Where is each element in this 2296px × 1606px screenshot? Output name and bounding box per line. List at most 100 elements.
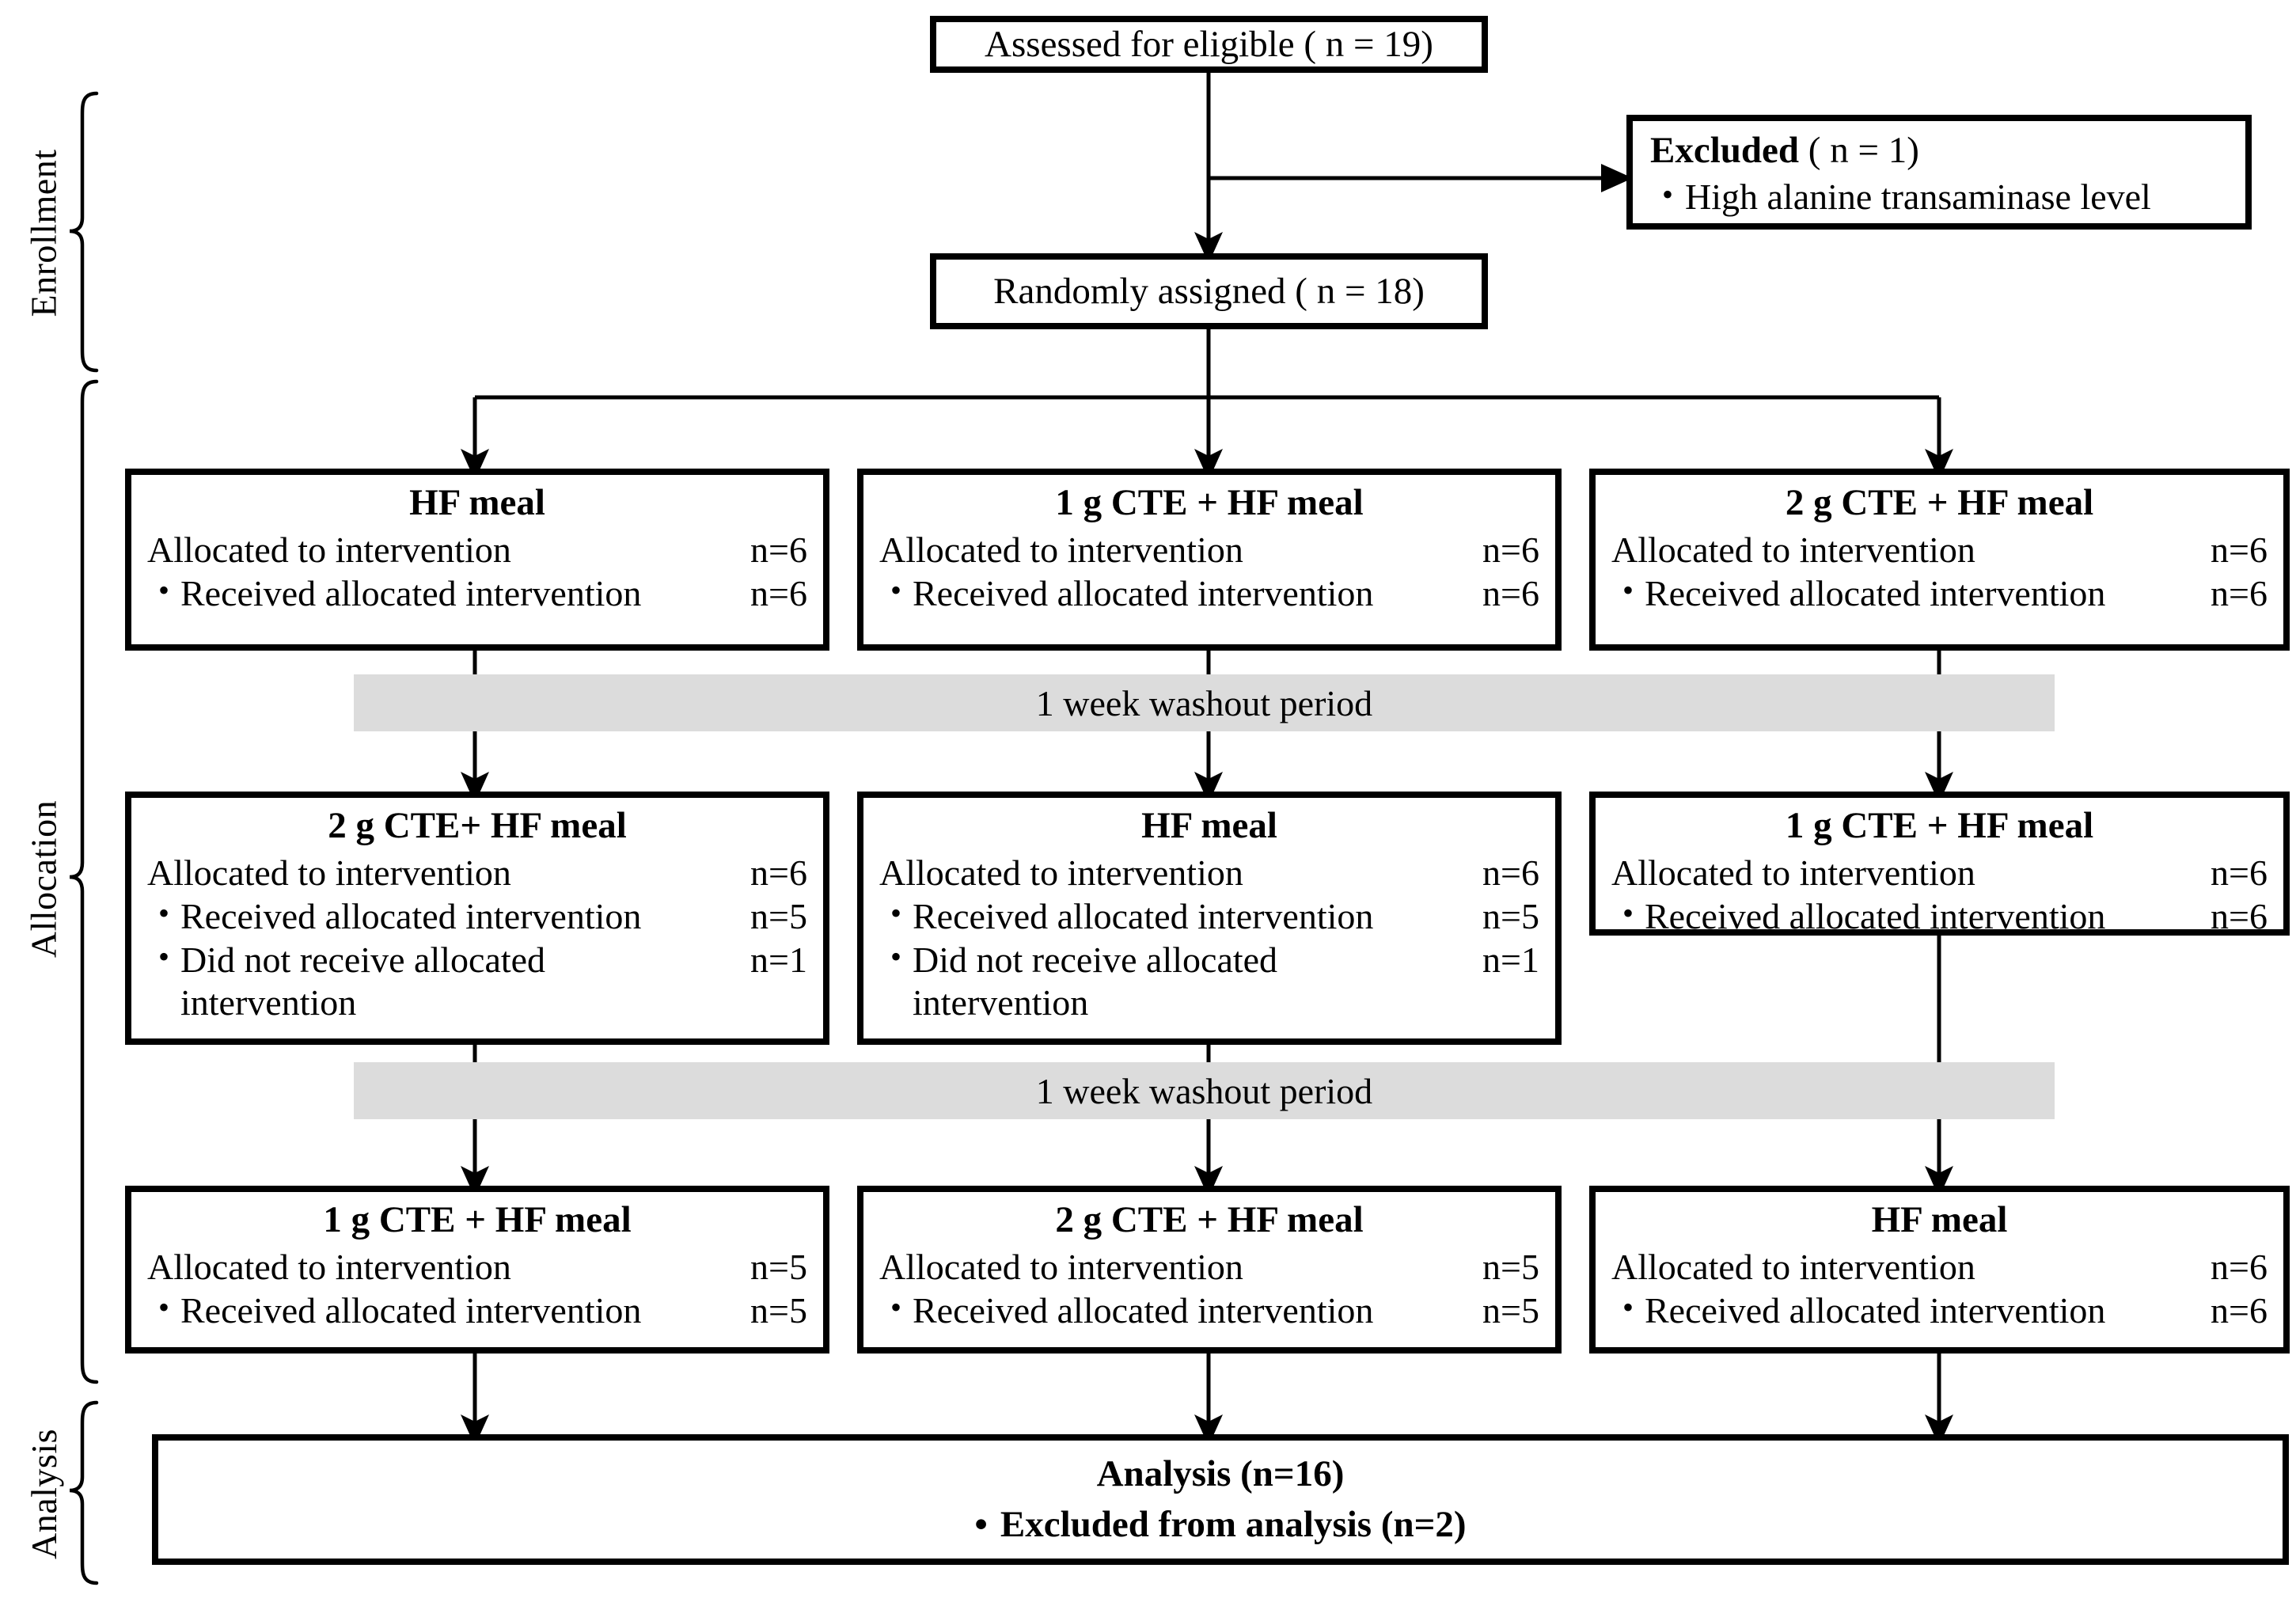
group-title: 1 g CTE + HF meal — [323, 1199, 632, 1240]
node-period2-group3: 1 g CTE + HF meal Allocated to intervent… — [1589, 792, 2290, 936]
row-received: • Received allocated intervention n=5 — [879, 1289, 1539, 1331]
node-period1-group2: 1 g CTE + HF meal Allocated to intervent… — [857, 469, 1562, 651]
bullet-icon: • — [890, 939, 901, 975]
washout-band-1: 1 week washout period — [354, 674, 2055, 731]
group-title: HF meal — [1871, 1199, 2008, 1240]
node-period1-group3: 2 g CTE + HF meal Allocated to intervent… — [1589, 469, 2290, 651]
row-label-line1: Did not receive allocated — [180, 940, 546, 981]
group-title: 2 g CTE+ HF meal — [328, 805, 627, 846]
row-allocated: Allocated to intervention n=5 — [147, 1246, 807, 1288]
node-period3-group2: 2 g CTE + HF meal Allocated to intervent… — [857, 1186, 1562, 1354]
excluded-title: Excluded ( n = 1) — [1650, 129, 2228, 172]
row-received: • Received allocated intervention n=5 — [147, 1289, 807, 1331]
stage-label-allocation: Allocation — [23, 799, 64, 959]
row-label: Received allocated intervention — [180, 896, 642, 937]
row-value: n=5 — [750, 1246, 807, 1287]
row-label: Received allocated intervention — [180, 573, 642, 614]
row-label: Did not receive allocated intervention — [180, 939, 736, 1023]
stage-label-enrollment: Enrollment — [23, 149, 64, 317]
row-label: Received allocated intervention — [1645, 1290, 2106, 1331]
node-analysis: Analysis (n=16) • Excluded from analysis … — [152, 1434, 2289, 1565]
bullet-icon: • — [1661, 177, 1673, 213]
row-label-line1: Did not receive allocated — [913, 940, 1278, 981]
washout-text: 1 week washout period — [1035, 682, 1373, 723]
row-value: n=5 — [750, 1290, 807, 1331]
node-period2-group1: 2 g CTE+ HF meal Allocated to interventi… — [125, 792, 829, 1045]
bullet-icon: • — [890, 1289, 901, 1326]
row-value: n=6 — [750, 529, 807, 570]
assessed-text: Assessed for eligible ( n = 19) — [985, 23, 1433, 65]
row-value: n=5 — [1482, 896, 1539, 937]
row-value: n=6 — [1482, 573, 1539, 614]
row-label: Allocated to intervention — [879, 529, 1243, 570]
excluded-reason-text: High alanine transaminase level — [1685, 177, 2151, 218]
bullet-icon: • — [157, 895, 169, 932]
excluded-title-rest: ( n = 1) — [1799, 130, 1919, 171]
analysis-line-1: Analysis (n=16) — [1096, 1453, 1345, 1495]
row-received: • Received allocated intervention n=6 — [147, 572, 807, 614]
row-label: Allocated to intervention — [147, 529, 511, 570]
washout-text: 1 week washout period — [1035, 1070, 1373, 1111]
row-not-received: • Did not receive allocated intervention… — [879, 939, 1539, 1023]
bullet-icon: • — [1622, 572, 1634, 609]
row-received: • Received allocated intervention n=6 — [1611, 572, 2268, 614]
bullet-icon: • — [157, 939, 169, 975]
row-label: Allocated to intervention — [147, 1246, 511, 1287]
node-period3-group1: 1 g CTE + HF meal Allocated to intervent… — [125, 1186, 829, 1354]
row-allocated: Allocated to intervention n=5 — [879, 1246, 1539, 1288]
row-value: n=6 — [2211, 529, 2268, 570]
row-value: n=5 — [1482, 1246, 1539, 1287]
node-excluded: Excluded ( n = 1) • High alanine transam… — [1626, 115, 2252, 230]
row-value: n=6 — [2211, 573, 2268, 614]
analysis-line-2: Excluded from analysis (n=2) — [1000, 1503, 1467, 1545]
row-allocated: Allocated to intervention n=6 — [147, 852, 807, 894]
group-title: 1 g CTE + HF meal — [1055, 482, 1364, 523]
stage-label-analysis: Analysis — [24, 1429, 64, 1559]
row-allocated: Allocated to intervention n=6 — [1611, 852, 2268, 894]
excluded-title-bold: Excluded — [1650, 130, 1800, 171]
randomized-text: Randomly assigned ( n = 18) — [993, 270, 1425, 312]
row-value: n=6 — [2211, 896, 2268, 937]
row-allocated: Allocated to intervention n=6 — [879, 529, 1539, 571]
group-title: 1 g CTE + HF meal — [1785, 805, 2094, 846]
row-value: n=6 — [2211, 1290, 2268, 1331]
row-allocated: Allocated to intervention n=6 — [1611, 1246, 2268, 1288]
row-value: n=6 — [1482, 529, 1539, 570]
group-title: 2 g CTE + HF meal — [1785, 482, 2094, 523]
row-label: Allocated to intervention — [879, 1246, 1243, 1287]
row-value: n=6 — [2211, 1246, 2268, 1287]
bullet-icon: • — [974, 1503, 988, 1545]
row-received: • Received allocated intervention n=6 — [1611, 1289, 2268, 1331]
row-value: n=1 — [750, 940, 807, 981]
bullet-icon: • — [890, 895, 901, 932]
bullet-icon: • — [157, 1289, 169, 1326]
row-value: n=1 — [1482, 940, 1539, 981]
row-value: n=6 — [2211, 852, 2268, 893]
row-value: n=5 — [750, 896, 807, 937]
row-label: Allocated to intervention — [879, 852, 1243, 893]
row-received: • Received allocated intervention n=5 — [147, 895, 807, 937]
row-value: n=5 — [1482, 1290, 1539, 1331]
row-value: n=6 — [1482, 852, 1539, 893]
row-label: Allocated to intervention — [1611, 852, 1975, 893]
node-period3-group3: HF meal Allocated to intervention n=6 • … — [1589, 1186, 2290, 1354]
row-label: Received allocated intervention — [180, 1290, 642, 1331]
bullet-icon: • — [1622, 895, 1634, 932]
row-received: • Received allocated intervention n=6 — [1611, 895, 2268, 937]
washout-band-2: 1 week washout period — [354, 1062, 2055, 1119]
bullet-icon: • — [890, 572, 901, 609]
node-assessed-for-eligibility: Assessed for eligible ( n = 19) — [930, 16, 1488, 73]
row-allocated: Allocated to intervention n=6 — [879, 852, 1539, 894]
bullet-icon: • — [157, 572, 169, 609]
group-title: HF meal — [409, 482, 545, 523]
row-label-line2: intervention — [180, 981, 357, 1023]
excluded-reason-row: • High alanine transaminase level — [1650, 177, 2228, 218]
row-value: n=6 — [750, 573, 807, 614]
row-label: Allocated to intervention — [1611, 1246, 1975, 1287]
row-label: Allocated to intervention — [1611, 529, 1975, 570]
row-label: Allocated to intervention — [147, 852, 511, 893]
node-randomly-assigned: Randomly assigned ( n = 18) — [930, 253, 1488, 329]
node-period2-group2: HF meal Allocated to intervention n=6 • … — [857, 792, 1562, 1045]
row-allocated: Allocated to intervention n=6 — [147, 529, 807, 571]
